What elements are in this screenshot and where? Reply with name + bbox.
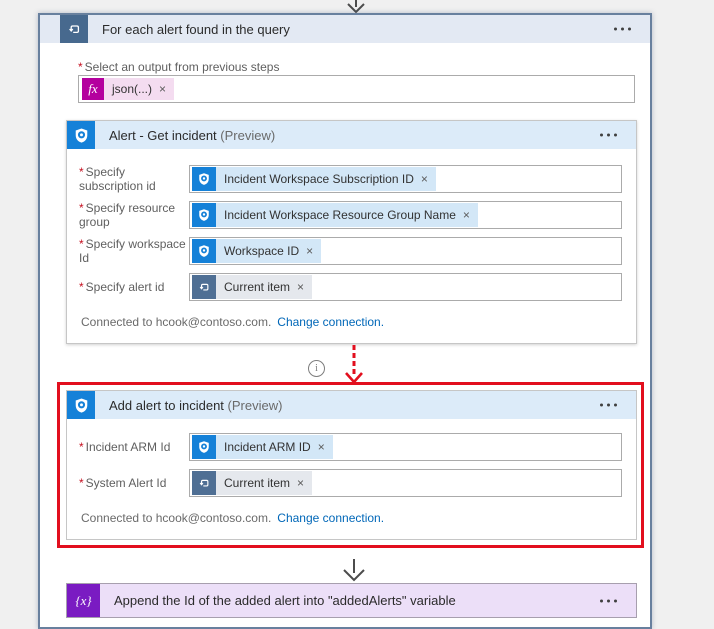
fx-expression-icon: fx (82, 78, 104, 100)
azure-sentinel-icon (192, 203, 216, 227)
azure-sentinel-icon (192, 167, 216, 191)
field-row-workspace-id: *Specify workspace Id (79, 237, 622, 265)
get-incident-title: Alert - Get incident (Preview) (109, 127, 276, 143)
token-label: Workspace ID (224, 244, 300, 258)
selected-action-highlight: Add alert to incident (Preview) *Inciden… (57, 382, 644, 548)
get-incident-body: *Specify subscription id (67, 149, 636, 343)
incident-arm-id-input[interactable]: Incident ARM ID × (189, 433, 622, 461)
get-incident-header[interactable]: Alert - Get incident (Preview) (67, 121, 636, 149)
field-label: *Specify alert id (79, 280, 165, 294)
remove-token-icon[interactable]: × (420, 172, 428, 186)
azure-sentinel-icon (67, 391, 95, 419)
add-alert-header[interactable]: Add alert to incident (Preview) (67, 391, 636, 419)
foreach-loop-icon (192, 275, 216, 299)
field-label: *Specify resource group (79, 201, 176, 229)
field-row-resource-group: *Specify resource group (79, 201, 622, 229)
field-label: *Specify subscription id (79, 165, 156, 193)
token-label: Current item (224, 476, 291, 490)
token-label: Current item (224, 280, 291, 294)
append-variable-title: Append the Id of the added alert into "a… (114, 593, 456, 608)
workspace-id-input[interactable]: Workspace ID × (189, 237, 622, 265)
select-output-label: *Select an output from previous steps (78, 60, 280, 74)
connection-status: Connected to hcook@contoso.com.Change co… (81, 511, 385, 525)
field-row-subscription-id: *Specify subscription id (79, 165, 622, 193)
remove-token-icon[interactable]: × (159, 82, 167, 96)
azure-sentinel-icon (192, 435, 216, 459)
foreach-scope-card: For each alert found in the query *Selec… (38, 13, 652, 629)
info-icon[interactable]: i (308, 360, 325, 377)
foreach-loop-icon (60, 15, 88, 43)
more-options-icon[interactable] (610, 24, 635, 35)
field-label: *System Alert Id (79, 476, 167, 490)
select-output-input[interactable]: fx json(...) × (78, 75, 635, 103)
subscription-id-input[interactable]: Incident Workspace Subscription ID × (189, 165, 622, 193)
remove-token-icon[interactable]: × (462, 208, 470, 222)
more-options-icon[interactable] (596, 595, 621, 606)
token-label: Incident Workspace Resource Group Name (224, 208, 456, 222)
expression-token-chip[interactable]: fx json(...) × (82, 78, 175, 100)
add-alert-title: Add alert to incident (Preview) (109, 397, 283, 413)
remove-token-icon[interactable]: × (297, 476, 305, 490)
token-label: Incident ARM ID (224, 440, 311, 454)
preview-suffix: (Preview) (227, 397, 283, 413)
dynamic-content-token[interactable]: Workspace ID × (192, 239, 322, 263)
foreach-loop-icon (192, 471, 216, 495)
azure-sentinel-icon (192, 239, 216, 263)
field-row-system-alert-id: *System Alert Id (79, 469, 622, 497)
more-options-icon[interactable] (596, 400, 621, 411)
dynamic-content-token[interactable]: Incident ARM ID × (192, 435, 333, 459)
add-alert-body: *Incident ARM Id (67, 419, 636, 539)
connection-status: Connected to hcook@contoso.com.Change co… (81, 315, 385, 329)
dynamic-content-token[interactable]: Incident Workspace Resource Group Name × (192, 203, 478, 227)
change-connection-link[interactable]: Change connection. (277, 315, 385, 329)
resource-group-input[interactable]: Incident Workspace Resource Group Name × (189, 201, 622, 229)
dynamic-content-token[interactable]: Incident Workspace Subscription ID × (192, 167, 436, 191)
foreach-scope-title: For each alert found in the query (102, 21, 290, 37)
field-row-incident-arm-id: *Incident ARM Id (79, 433, 622, 461)
required-marker: * (78, 60, 83, 74)
variable-icon: {x} (67, 584, 100, 617)
append-variable-action-card[interactable]: {x} Append the Id of the added alert int… (66, 583, 637, 618)
run-after-dashed-arrow (345, 345, 363, 384)
remove-token-icon[interactable]: × (297, 280, 305, 294)
foreach-scope-header[interactable]: For each alert found in the query (40, 15, 650, 43)
current-item-token[interactable]: Current item × (192, 275, 313, 299)
get-incident-action-card: Alert - Get incident (Preview) *Specify … (66, 120, 637, 344)
flow-connector-arrow-bottom (343, 559, 365, 582)
current-item-token[interactable]: Current item × (192, 471, 313, 495)
more-options-icon[interactable] (596, 130, 621, 141)
azure-sentinel-icon (67, 121, 95, 149)
expression-token-label: json(...) (112, 82, 153, 96)
remove-token-icon[interactable]: × (306, 244, 314, 258)
preview-suffix: (Preview) (220, 127, 276, 143)
alert-id-input[interactable]: Current item × (189, 273, 622, 301)
field-row-alert-id: *Specify alert id Current item (79, 273, 622, 301)
change-connection-link[interactable]: Change connection. (277, 511, 385, 525)
flow-connector-arrow-top (347, 0, 365, 14)
remove-token-icon[interactable]: × (317, 440, 325, 454)
field-label: *Specify workspace Id (79, 237, 186, 265)
add-alert-action-card: Add alert to incident (Preview) *Inciden… (66, 390, 637, 540)
field-label: *Incident ARM Id (79, 440, 171, 454)
token-label: Incident Workspace Subscription ID (224, 172, 414, 186)
system-alert-id-input[interactable]: Current item × (189, 469, 622, 497)
